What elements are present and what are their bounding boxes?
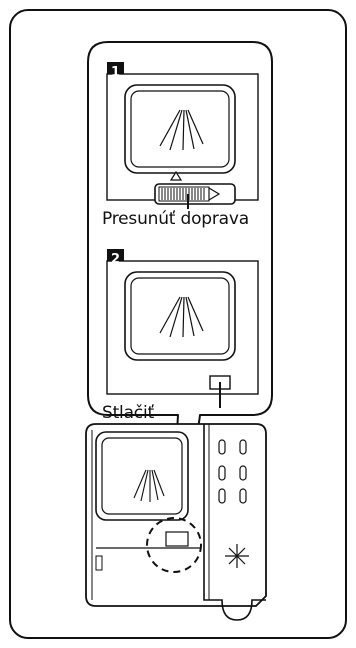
rinse-aid-lid bbox=[203, 424, 266, 621]
step-1-number: 1 bbox=[111, 65, 120, 80]
highlight-circle bbox=[146, 517, 202, 573]
dispenser-left-clip bbox=[95, 555, 103, 571]
step-1-up-arrow-icon bbox=[169, 170, 183, 181]
dispenser-window-inner bbox=[101, 437, 183, 515]
dispenser-push-button bbox=[165, 531, 189, 547]
push-button-icon bbox=[209, 375, 231, 408]
step-2-caption: Stlačiť bbox=[102, 403, 154, 423]
spray-icon bbox=[159, 296, 204, 338]
step-2-window-inner bbox=[130, 277, 230, 355]
step-2-number: 2 bbox=[111, 252, 120, 267]
slider-icon bbox=[154, 183, 236, 209]
step-1-caption: Presunúť doprava bbox=[102, 209, 249, 229]
spray-icon bbox=[133, 469, 165, 502]
sparkle-icon bbox=[225, 544, 249, 568]
step-1-window-inner bbox=[130, 90, 230, 168]
spray-icon bbox=[159, 109, 204, 151]
rinse-aid-level-marks bbox=[218, 439, 247, 504]
